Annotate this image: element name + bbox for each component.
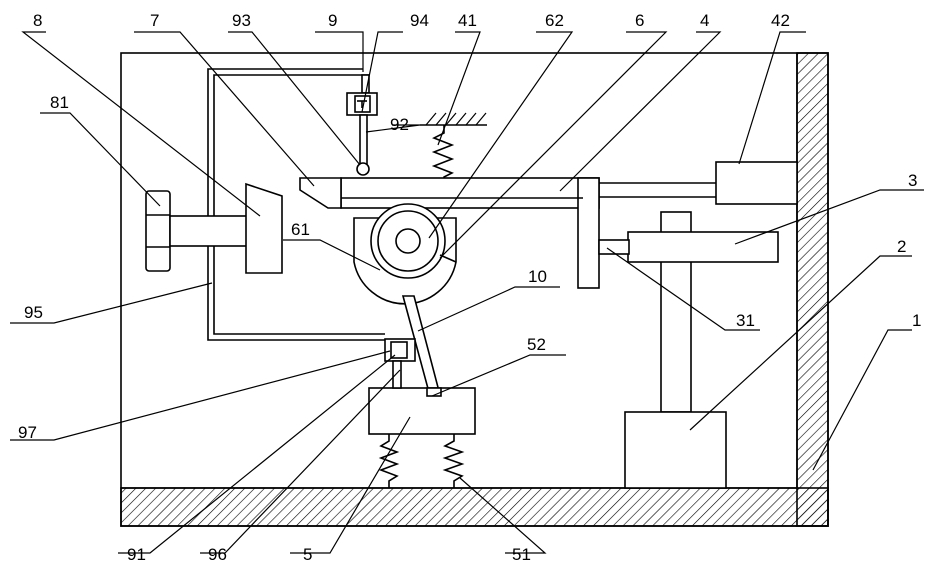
callout-6: 6 — [635, 11, 644, 30]
rod-31 — [599, 240, 629, 254]
callout-51: 51 — [512, 545, 531, 564]
frame-floor — [121, 488, 828, 526]
callout-10: 10 — [528, 267, 547, 286]
callout-1: 1 — [912, 311, 921, 330]
callout-9: 9 — [328, 11, 337, 30]
callout-97: 97 — [18, 423, 37, 442]
callout-81: 81 — [50, 93, 69, 112]
top-spring-mount — [420, 113, 487, 125]
callout-7: 7 — [150, 11, 159, 30]
callout-42: 42 — [771, 11, 790, 30]
callout-3: 3 — [908, 171, 917, 190]
callout-8: 8 — [33, 11, 42, 30]
valve-94 — [347, 75, 377, 175]
block-8 — [246, 184, 282, 273]
spring-51-right — [445, 434, 462, 488]
callout-62: 62 — [545, 11, 564, 30]
ball-93 — [357, 163, 369, 175]
callout-41: 41 — [458, 11, 477, 30]
callout-92: 92 — [390, 115, 409, 134]
callout-52: 52 — [527, 335, 546, 354]
callout-31: 31 — [736, 311, 755, 330]
callout-91: 91 — [127, 545, 146, 564]
wheel-62 — [371, 204, 445, 278]
frame-right-wall — [797, 53, 828, 526]
callout-2: 2 — [897, 237, 906, 256]
callout-5: 5 — [303, 545, 312, 564]
base-2 — [625, 412, 726, 488]
part-42 — [716, 162, 797, 204]
callout-61: 61 — [291, 220, 310, 239]
callout-94: 94 — [410, 11, 429, 30]
callout-93: 93 — [232, 11, 251, 30]
bolt-81 — [146, 191, 248, 271]
part-7 — [300, 178, 341, 208]
callout-4: 4 — [700, 11, 709, 30]
leader-lines — [10, 32, 924, 553]
callout-95: 95 — [24, 303, 43, 322]
callout-96: 96 — [208, 545, 227, 564]
block-5 — [369, 388, 475, 434]
